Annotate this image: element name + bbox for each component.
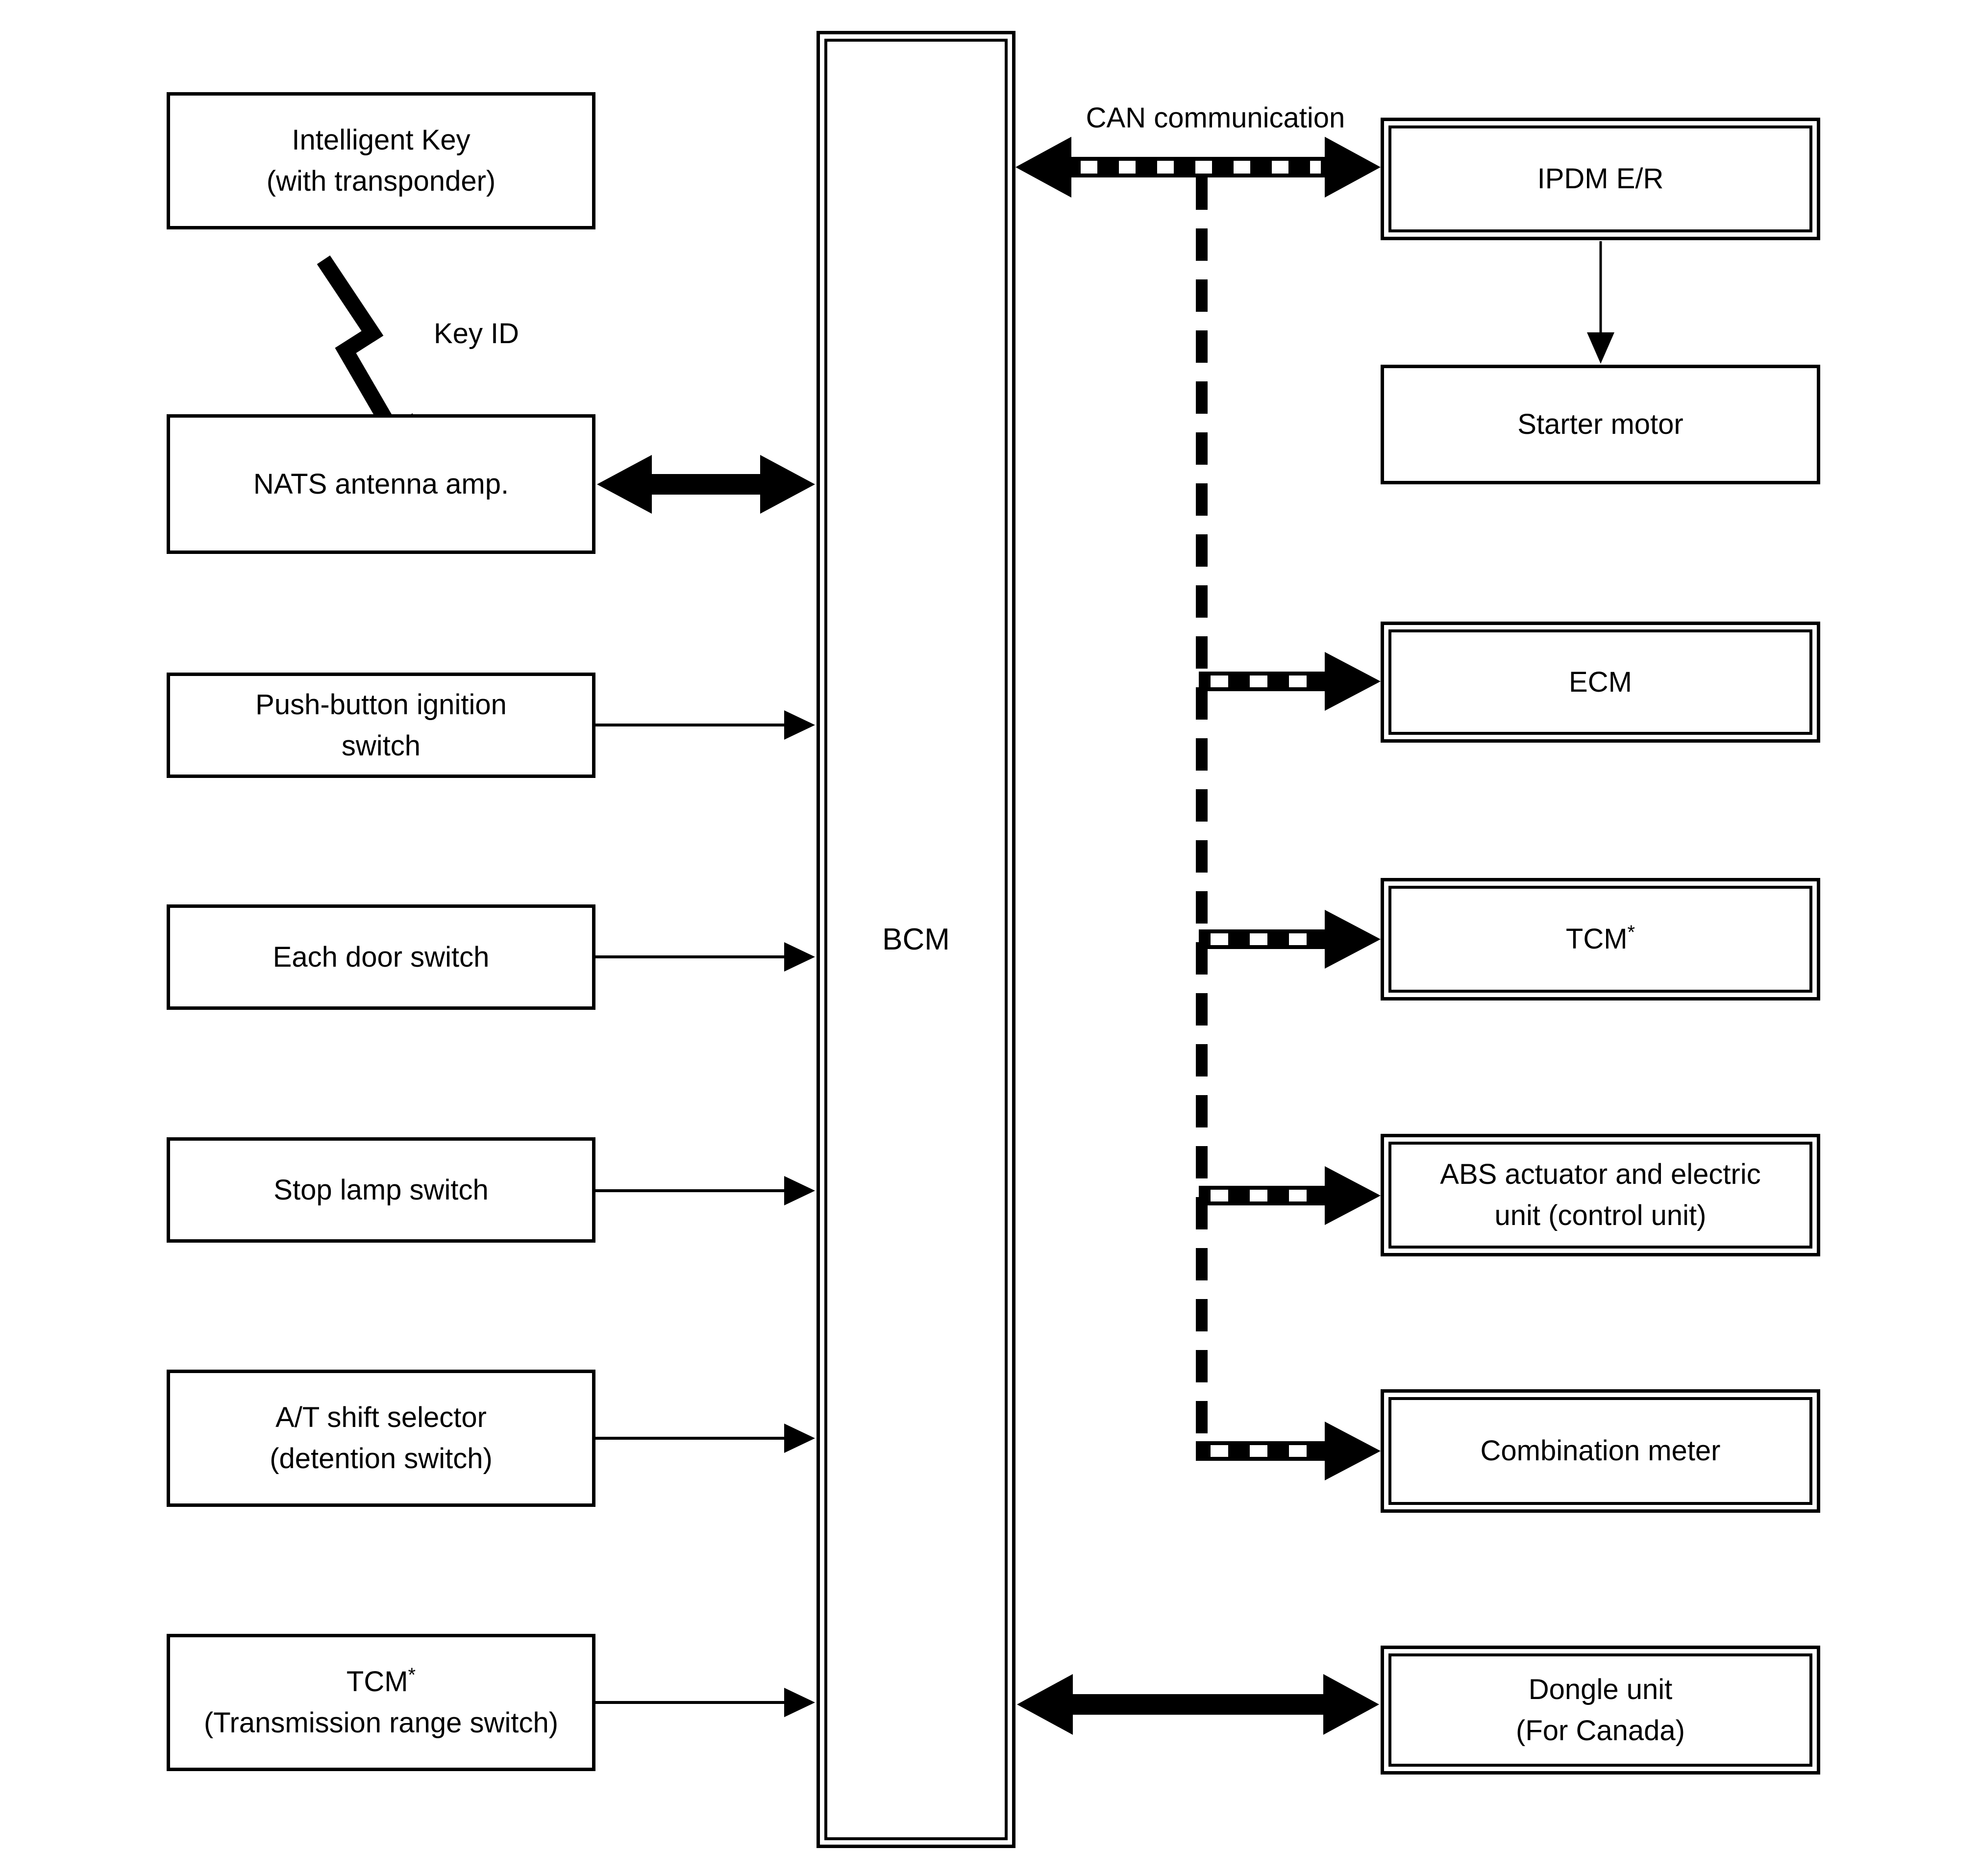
node-label: (Transmission range switch) [203,1707,559,1739]
node-label: Dongle unit [1528,1673,1673,1705]
node-ipdm-er: IPDM E/R [1381,118,1820,240]
node-abs-actuator-inner: ABS actuator and electric unit (control … [1388,1142,1812,1249]
at-shift-arrow [595,1424,815,1453]
stop-lamp-arrow [595,1176,815,1205]
can-double-arrow [1015,137,1381,198]
node-stop-lamp-switch: Stop lamp switch [167,1137,595,1243]
node-label: IPDM E/R [1537,163,1664,195]
node-label-main: TCM [346,1666,408,1698]
can-branch-abs-arrow [1199,1166,1381,1225]
key-id-label: Key ID [434,318,520,350]
node-dongle-unit-inner: Dongle unit (For Canada) [1388,1653,1812,1767]
node-label: TCM* [346,1661,416,1702]
node-label: Push-button ignition [255,688,507,721]
node-label: Intelligent Key [292,124,470,156]
node-label: Each door switch [272,941,490,973]
node-label: A/T shift selector [275,1401,487,1433]
node-label: (with transponder) [266,165,496,197]
node-label: Stop lamp switch [273,1174,489,1206]
node-tcm-transmission-range-switch: TCM* (Transmission range switch) [167,1634,595,1771]
each-door-arrow [595,942,815,972]
ipdm-starter-arrow [1587,241,1614,364]
node-label: ABS actuator and electric [1440,1158,1761,1190]
bcm-dongle-double-arrow [1017,1674,1379,1735]
node-label: (detention switch) [270,1443,493,1475]
asterisk-superscript: * [1627,922,1635,943]
node-each-door-switch: Each door switch [167,904,595,1010]
node-dongle-unit: Dongle unit (For Canada) [1381,1646,1820,1775]
node-label: Combination meter [1480,1435,1721,1467]
can-branch-ecm-arrow [1199,652,1381,711]
nats-bcm-double-arrow [597,455,815,514]
node-bcm-inner: BCM [824,39,1008,1840]
can-branch-tcm-arrow [1199,910,1381,969]
node-ecm-inner: ECM [1388,629,1812,735]
node-label: switch [341,729,421,762]
node-abs-actuator: ABS actuator and electric unit (control … [1381,1134,1820,1256]
node-label: BCM [882,922,950,956]
node-label: TCM* [1566,919,1635,960]
node-label: unit (control unit) [1494,1200,1707,1231]
node-at-shift-selector: A/T shift selector (detention switch) [167,1370,595,1507]
tcm-range-arrow [595,1688,815,1717]
can-communication-label: CAN communication [1086,102,1345,134]
push-button-arrow [595,710,815,740]
node-push-button-ignition-switch: Push-button ignition switch [167,673,595,778]
node-label: Starter motor [1517,408,1683,440]
node-label: ECM [1569,666,1632,698]
asterisk-superscript: * [408,1664,416,1686]
node-label-main: TCM [1565,923,1628,955]
node-bcm: BCM [817,31,1015,1848]
node-ipdm-er-inner: IPDM E/R [1388,125,1812,232]
node-combination-meter: Combination meter [1381,1389,1820,1513]
node-intelligent-key: Intelligent Key (with transponder) [167,92,595,229]
node-label: (For Canada) [1516,1714,1685,1747]
node-tcm-inner: TCM* [1388,886,1812,993]
can-branch-combination-meter-arrow [1196,1422,1381,1480]
node-combination-meter-inner: Combination meter [1388,1397,1812,1505]
node-label: NATS antenna amp. [253,468,509,500]
node-tcm: TCM* [1381,878,1820,1001]
node-nats-antenna-amp: NATS antenna amp. [167,414,595,554]
node-ecm: ECM [1381,622,1820,743]
node-starter-motor: Starter motor [1381,365,1820,484]
